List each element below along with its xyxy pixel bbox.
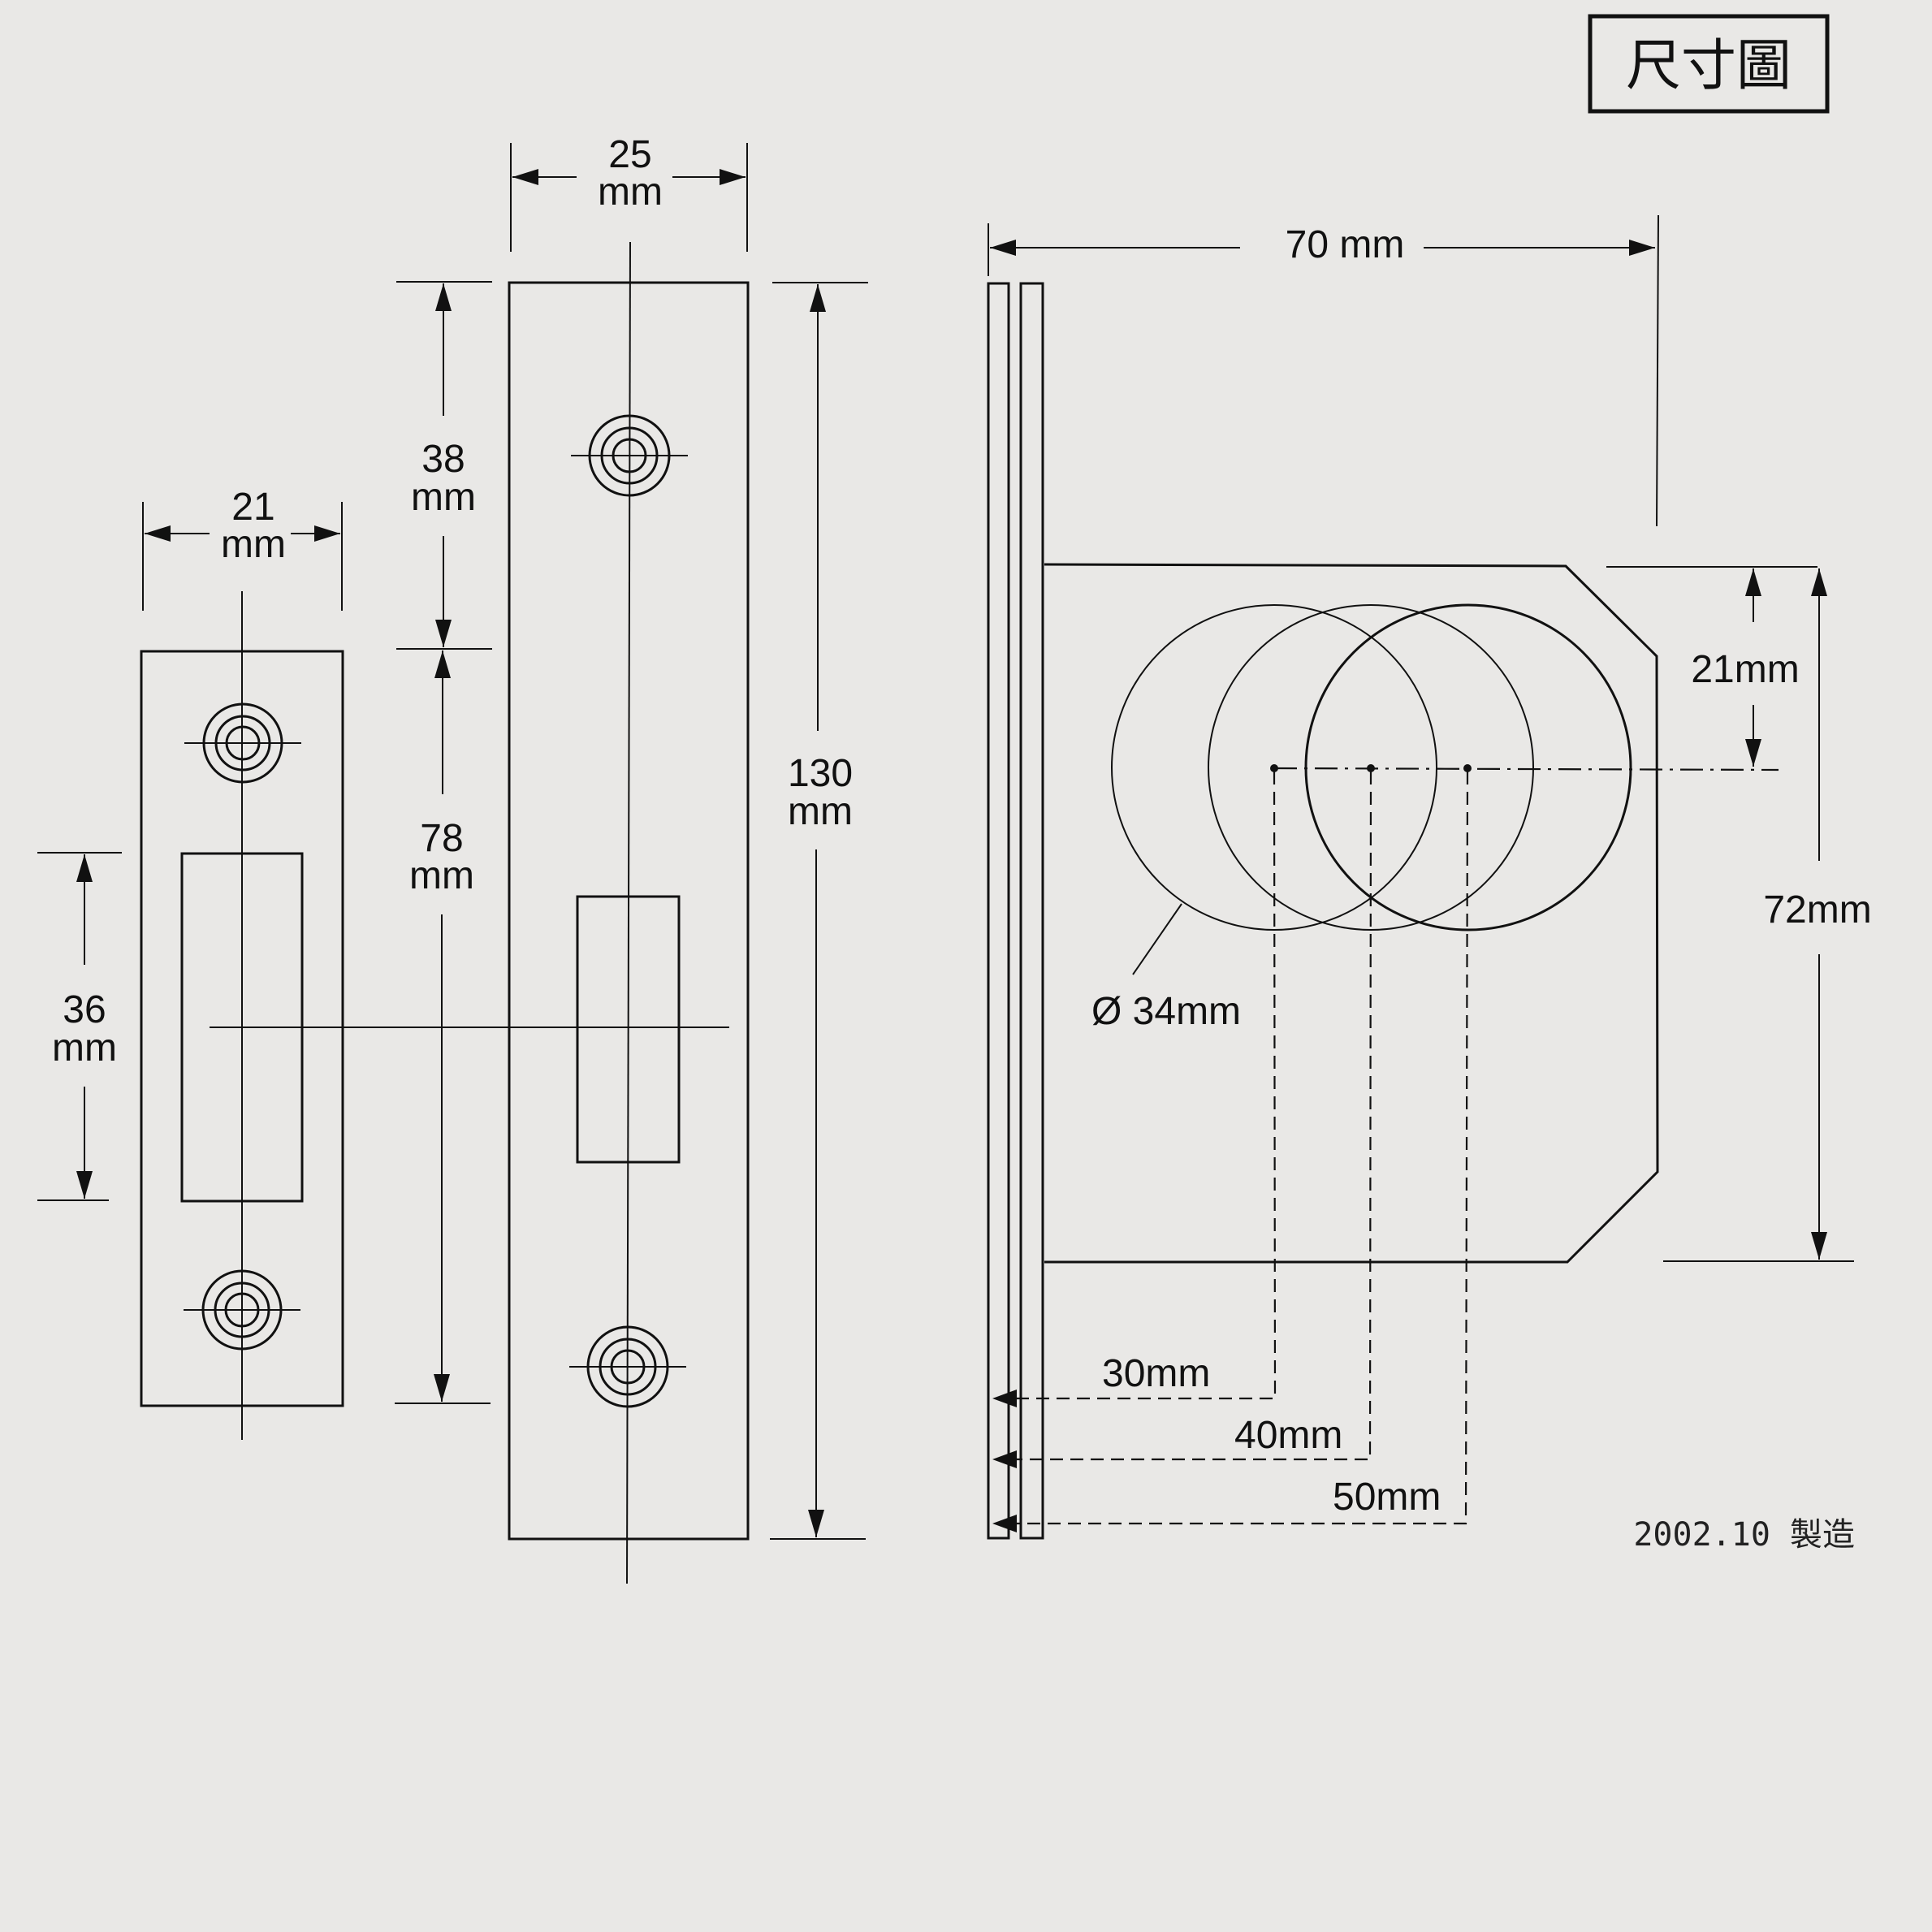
dim-strike-opening-unit: mm [52, 1027, 117, 1070]
face-plate-centerline [626, 241, 631, 1584]
face-plate [508, 241, 750, 1584]
backset-50-label: 50mm [1333, 1476, 1441, 1519]
front-plate-outer [987, 282, 1010, 1540]
lock-case-outline [1044, 563, 1659, 1264]
lock-body-side-view: 30mm 40mm 50mm Ø 34mm [987, 282, 1779, 1540]
dim-21mm-hub-label: 21mm [1691, 648, 1799, 691]
keyhole-circle-30 [1111, 604, 1437, 931]
dim-face-width: 25 mm [510, 133, 748, 252]
dim-70-label: 70 mm [1286, 223, 1405, 266]
dim-strike-width-unit: mm [221, 523, 286, 566]
diameter-label: Ø 34mm [1091, 990, 1241, 1033]
dim-screw-spacing: 38 mm 78 mm [395, 281, 492, 1404]
hub-center-50 [1463, 764, 1472, 772]
dim-strike-opening-value: 36 [63, 988, 106, 1031]
backset-50-arrow [992, 1515, 1017, 1532]
title-box: 尺寸圖 [1588, 14, 1830, 114]
strike-plate [140, 591, 729, 1440]
dim-78-value: 78 [420, 817, 463, 860]
dim-face-width-value: 25 [608, 133, 651, 176]
hub-center-30 [1270, 764, 1278, 772]
front-plate-inner [1019, 282, 1044, 1540]
backset-50-leader [1011, 771, 1469, 1525]
dim-38-value: 38 [421, 438, 465, 481]
hub-centerline [1273, 767, 1779, 772]
backset-40-arrow [992, 1450, 1017, 1468]
backset-30-label: 30mm [1102, 1352, 1210, 1395]
dim-strike-width-value: 21 [231, 486, 274, 529]
keyhole-circle-50 [1304, 603, 1632, 931]
dim-130-value: 130 [788, 752, 853, 795]
face-top-screw-hole [571, 414, 688, 497]
dim-72mm-label: 72mm [1763, 888, 1871, 931]
diameter-leader [1132, 903, 1182, 975]
keyhole-circle-40 [1208, 604, 1534, 931]
backset-40-label: 40mm [1234, 1414, 1342, 1457]
dim-38-unit: mm [411, 476, 476, 519]
strike-top-screw-hole [184, 702, 301, 784]
dim-130-unit: mm [788, 790, 853, 833]
dim-strike-width: 21 mm [142, 486, 343, 611]
hub-center-40 [1367, 764, 1375, 772]
face-plate-outline [508, 281, 750, 1541]
dim-78-unit: mm [409, 854, 474, 897]
dim-lock-depth: 70 mm [988, 214, 1659, 527]
dim-face-height: 130 mm [770, 282, 868, 1540]
dim-face-width-unit: mm [598, 171, 663, 214]
backset-30-leader [1011, 771, 1277, 1400]
strike-bottom-screw-hole [184, 1269, 300, 1351]
backset-30-arrow [992, 1390, 1017, 1407]
drawing-title: 尺寸圖 [1626, 34, 1792, 98]
dim-hub-offset: 21mm [1606, 566, 1817, 767]
dim-strike-opening: 36 mm [37, 852, 122, 1201]
dim-body-height: 72mm [1663, 568, 1872, 1262]
manufacture-date: 2002.10 製造 [1633, 1516, 1855, 1554]
backset-40-leader [1011, 771, 1372, 1461]
face-bottom-screw-hole [569, 1325, 686, 1408]
